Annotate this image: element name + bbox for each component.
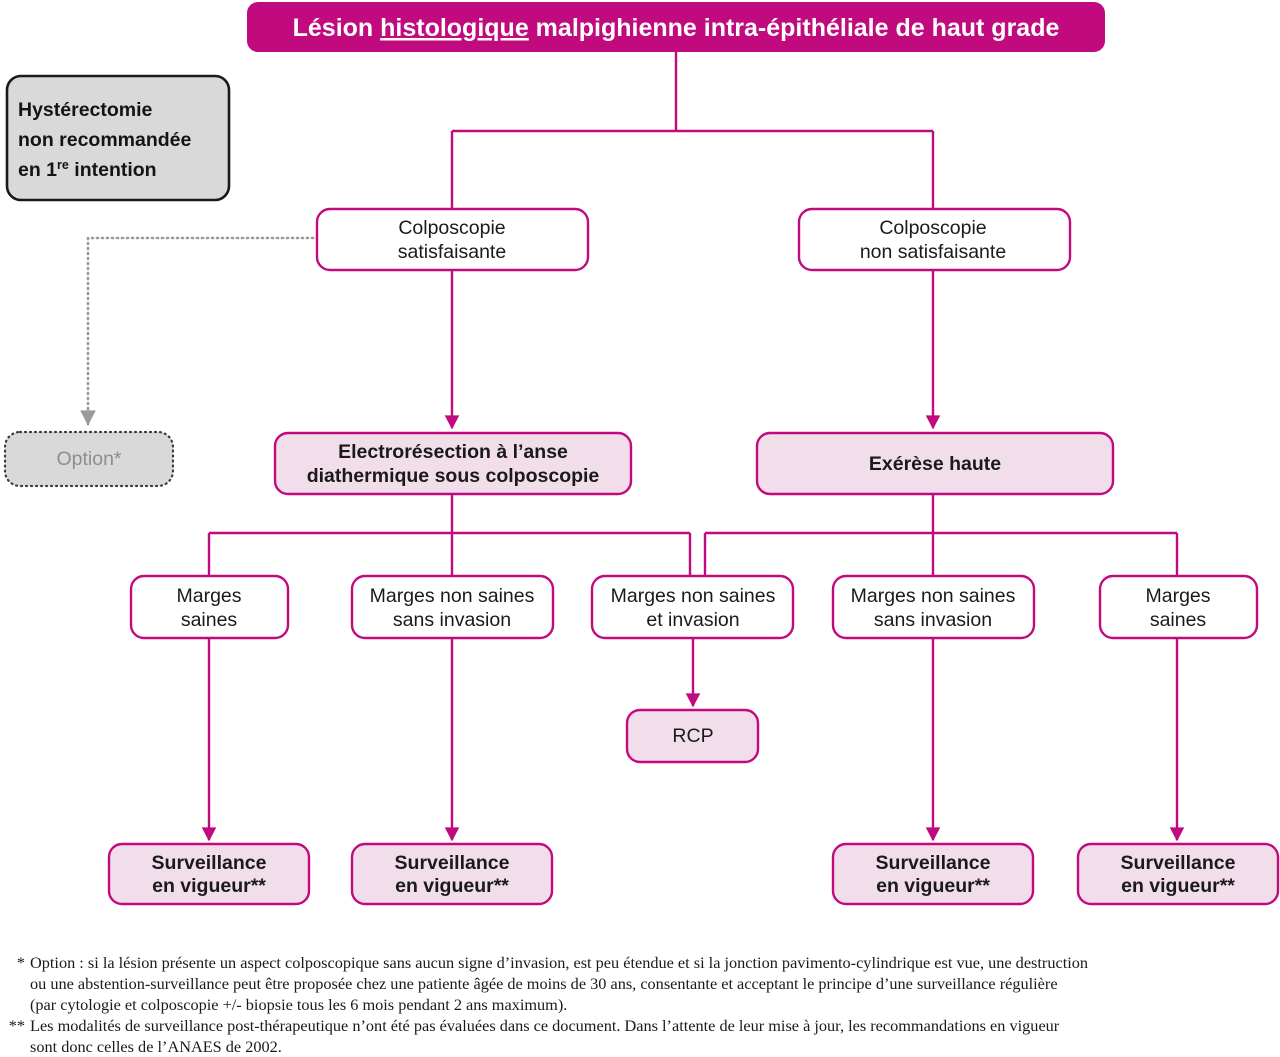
footnote-marker: ** [8, 1016, 25, 1035]
node-hysterectomie-note: Hystérectomie non recommandée en 1re int… [5, 74, 231, 202]
rcp-box[interactable] [625, 708, 760, 764]
colpo-sat-line1: Colposcopie [398, 217, 505, 239]
surv1-box[interactable] [107, 842, 311, 906]
marges1-line2: saines [181, 609, 238, 631]
colpo-sat-line2: satisfaisante [398, 241, 506, 263]
colpo-nonsat-line2: non satisfaisante [860, 241, 1006, 263]
surv2-box[interactable] [350, 842, 554, 906]
node-colposcopie-satisfaisante[interactable]: Colposcopie satisfaisante [315, 207, 590, 272]
node-surveillance-1[interactable]: Surveillance en vigueur** [107, 842, 311, 906]
marges2-line1: Marges non saines [370, 585, 535, 607]
footnote-row: ** Les modalités de surveillance post-th… [0, 1015, 1280, 1057]
electro-line1: Electrorésection à l’anse [338, 441, 568, 463]
surv1-line2: en vigueur** [152, 875, 266, 897]
footnote-line: ou une abstention-surveillance peut être… [30, 974, 1058, 993]
marges5-line1: Marges [1145, 585, 1210, 607]
option-box[interactable] [3, 430, 175, 488]
title-before: Lésion [293, 14, 381, 42]
node-surveillance-4[interactable]: Surveillance en vigueur** [831, 842, 1035, 906]
marges5-line2: saines [1150, 609, 1207, 631]
hyst-line3-b: intention [69, 159, 157, 181]
footnote-text: Les modalités de surveillance post-théra… [30, 1015, 1280, 1057]
footnote-line: sont donc celles de l’ANAES de 2002. [30, 1037, 282, 1056]
connector-option-dotted [80, 236, 320, 426]
hysterectomie-line3: en 1re intention [18, 158, 157, 181]
node-title: Lésion histologique malpighienne intra-é… [247, 2, 1105, 52]
marges4-line1: Marges non saines [851, 585, 1016, 607]
footnote-marker: * [16, 953, 25, 972]
footnotes-block: * Option : si la lésion présente un aspe… [0, 952, 1280, 1057]
exerese-box[interactable] [755, 431, 1115, 496]
hysterectomie-line2: non recommandée [18, 129, 192, 151]
surv2-line1: Surveillance [395, 852, 510, 874]
electro-box[interactable] [273, 431, 633, 496]
node-marges-non-saines-sans-invasion-left[interactable]: Marges non saines sans invasion [350, 574, 555, 640]
title-after: malpighienne intra-épithéliale de haut g… [529, 14, 1060, 42]
hyst-line3-a: en 1 [18, 159, 57, 181]
option-label: Option* [56, 448, 121, 470]
surv1-line1: Surveillance [152, 852, 267, 874]
marges3-line1: Marges non saines [611, 585, 776, 607]
marges2-line2: sans invasion [393, 609, 511, 631]
surv5-line2: en vigueur** [1121, 875, 1235, 897]
footnote-line: Option : si la lésion présente un aspect… [30, 953, 1089, 972]
title-text: Lésion histologique malpighienne intra-é… [293, 14, 1060, 42]
node-option[interactable]: Option* [3, 430, 175, 488]
surv2-line2: en vigueur** [395, 875, 509, 897]
node-marges-non-saines-sans-invasion-right[interactable]: Marges non saines sans invasion [831, 574, 1036, 640]
surv4-line2: en vigueur** [876, 875, 990, 897]
title-underlined: histologique [380, 14, 529, 42]
node-marges-saines-left[interactable]: Marges saines [129, 574, 290, 640]
surv5-box[interactable] [1076, 842, 1280, 906]
colpo-sat-box[interactable] [315, 207, 590, 272]
marges5-box[interactable] [1098, 574, 1259, 640]
node-exerese-haute[interactable]: Exérèse haute [755, 431, 1115, 496]
colpo-nonsat-box[interactable] [797, 207, 1072, 272]
node-rcp[interactable]: RCP [625, 708, 760, 764]
surv4-box[interactable] [831, 842, 1035, 906]
marges4-box[interactable] [831, 574, 1036, 640]
node-surveillance-5[interactable]: Surveillance en vigueur** [1076, 842, 1280, 906]
marges4-line2: sans invasion [874, 609, 992, 631]
marges1-box[interactable] [129, 574, 290, 640]
marges2-box[interactable] [350, 574, 555, 640]
connector-layer [80, 52, 1185, 842]
hysterectomie-box [5, 74, 231, 202]
rcp-label: RCP [672, 725, 713, 747]
colpo-nonsat-line1: Colposcopie [879, 217, 986, 239]
footnote-row: * Option : si la lésion présente un aspe… [0, 952, 1280, 1015]
marges3-box[interactable] [590, 574, 795, 640]
surv5-line1: Surveillance [1121, 852, 1236, 874]
node-surveillance-2[interactable]: Surveillance en vigueur** [350, 842, 554, 906]
marges3-line2: et invasion [646, 609, 739, 631]
node-colposcopie-non-satisfaisante[interactable]: Colposcopie non satisfaisante [797, 207, 1072, 272]
footnote-text: Option : si la lésion présente un aspect… [30, 952, 1280, 1015]
node-marges-non-saines-et-invasion[interactable]: Marges non saines et invasion [590, 574, 795, 640]
title-box [247, 2, 1105, 52]
footnote-line: Les modalités de surveillance post-théra… [30, 1016, 1060, 1035]
electro-line2: diathermique sous colposcopie [307, 465, 600, 487]
exerese-line1: Exérèse haute [869, 453, 1001, 475]
node-electroresection[interactable]: Electrorésection à l’anse diathermique s… [273, 431, 633, 496]
node-marges-saines-right[interactable]: Marges saines [1098, 574, 1259, 640]
footnote-line: (par cytologie et colposcopie +/- biopsi… [30, 995, 568, 1014]
hysterectomie-line1: Hystérectomie [18, 99, 153, 121]
marges1-line1: Marges [176, 585, 241, 607]
surv4-line1: Surveillance [876, 852, 991, 874]
hyst-line3-sup: re [57, 158, 69, 172]
